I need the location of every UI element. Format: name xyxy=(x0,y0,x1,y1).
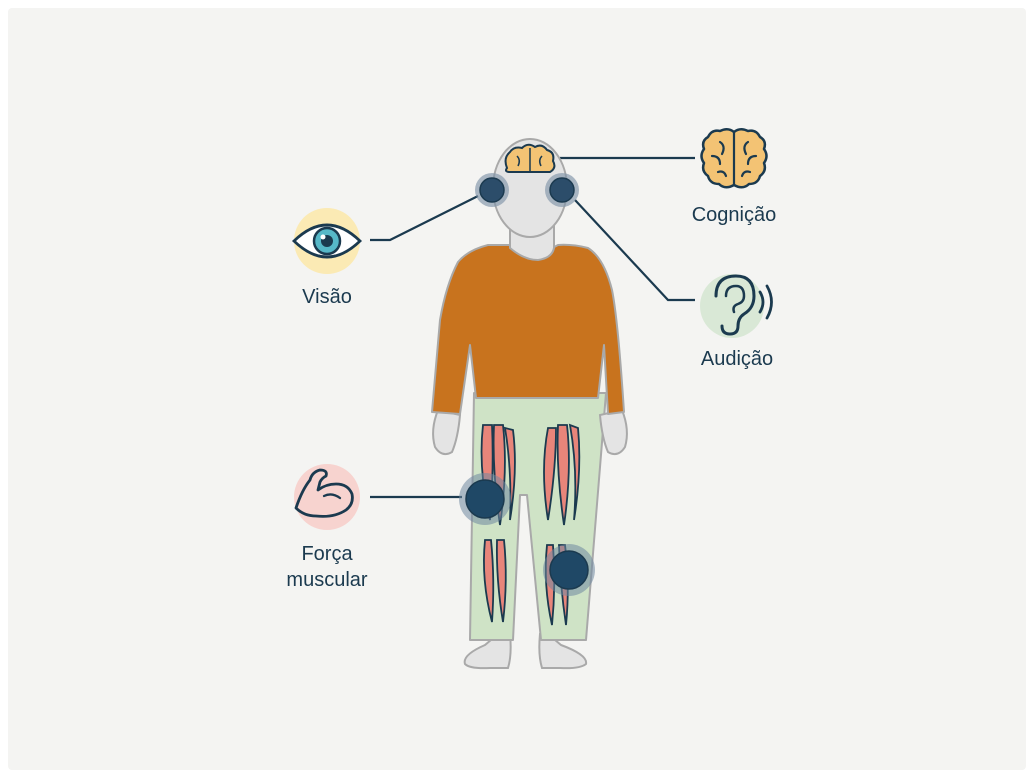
strength-label-line2: muscular xyxy=(272,567,382,593)
right-hand xyxy=(600,410,627,454)
strength-label-line1: Força xyxy=(282,541,372,567)
eye-icon xyxy=(290,204,364,278)
left-hand xyxy=(433,410,460,454)
flexed-arm-icon xyxy=(290,460,364,534)
sweater xyxy=(432,245,624,414)
strength-icon-wrap xyxy=(290,460,364,534)
ear-icon xyxy=(698,270,780,340)
vision-icon-wrap xyxy=(290,204,364,278)
hearing-label: Audição xyxy=(684,346,790,372)
cognition-icon-wrap xyxy=(698,126,770,192)
hearing-icon-wrap xyxy=(698,270,780,340)
brain-icon xyxy=(698,126,770,192)
vision-connector xyxy=(370,196,478,240)
head-brain xyxy=(506,145,555,172)
cognition-label: Cognição xyxy=(676,202,792,228)
vision-label: Visão xyxy=(282,284,372,310)
